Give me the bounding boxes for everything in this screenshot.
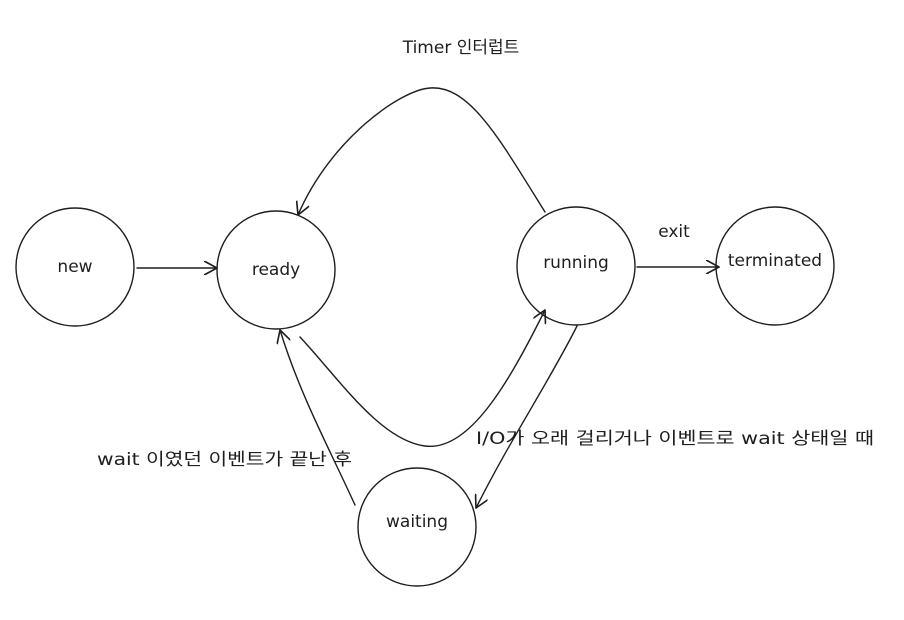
edge-label-event-done: wait 이였던 이벤트가 끝난 후 xyxy=(97,450,352,470)
edge-running-to-waiting xyxy=(476,325,578,508)
edge-running-to-ready-timer xyxy=(298,87,546,215)
edge-ready-to-running xyxy=(299,310,545,447)
state-new-label: new xyxy=(57,257,92,277)
edge-label-io-wait: I/O가 오래 걸리거나 이벤트로 wait 상태일 때 xyxy=(476,429,874,449)
state-waiting-circle xyxy=(357,467,477,587)
state-waiting-label: waiting xyxy=(386,512,448,532)
edge-label-timer-interrupt: Timer 인터럽트 xyxy=(402,38,520,58)
state-running-circle xyxy=(516,206,636,326)
state-terminated-label: terminated xyxy=(728,251,822,271)
edge-label-exit: exit xyxy=(658,222,690,242)
state-new-circle xyxy=(15,207,135,327)
state-running-label: running xyxy=(543,253,609,273)
edge-waiting-to-ready xyxy=(280,330,356,506)
state-ready-label: ready xyxy=(252,260,300,280)
